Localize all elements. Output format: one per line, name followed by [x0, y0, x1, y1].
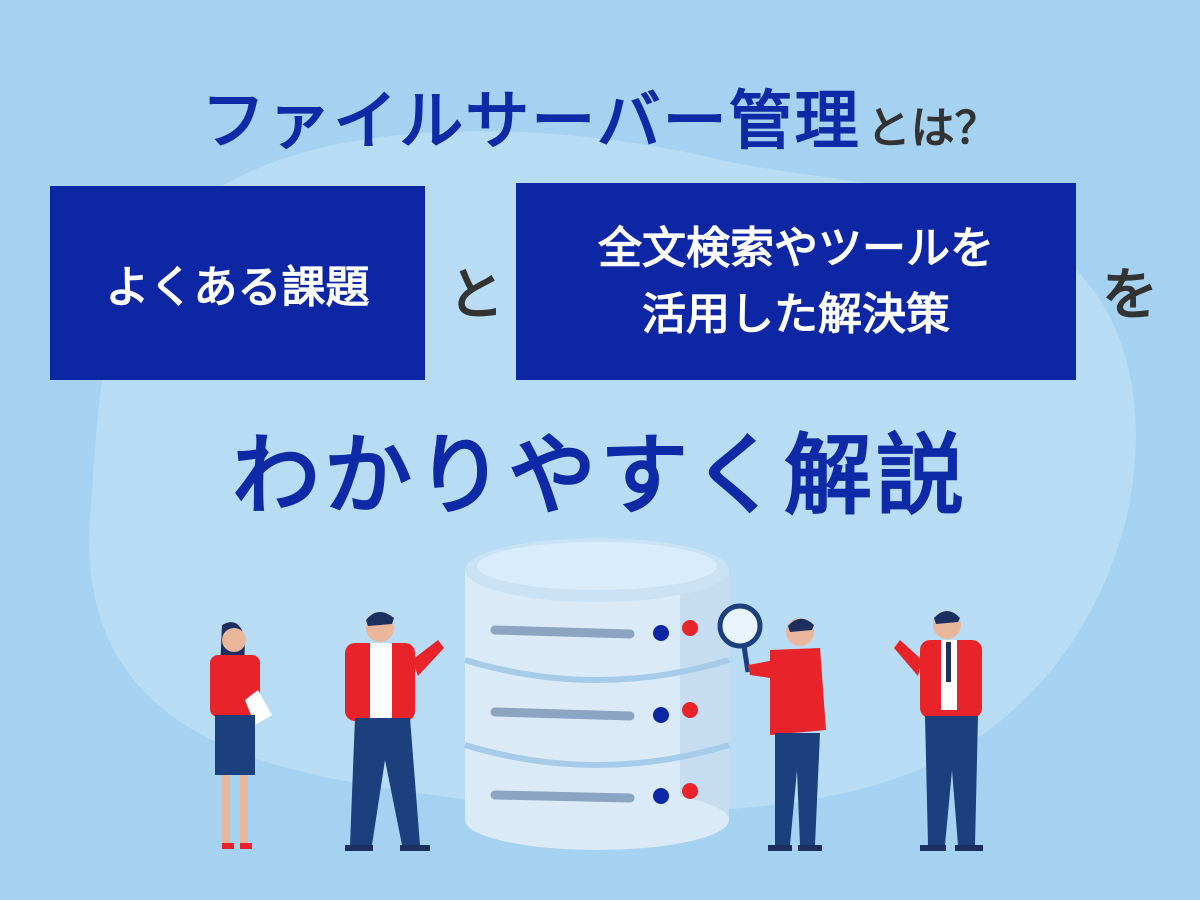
page-title: ファイルサーバー管理とは？	[0, 70, 1200, 162]
person-man-magnifier-icon	[717, 603, 826, 851]
connector-and: と	[448, 263, 504, 328]
solutions-line2: 活用した解決策	[642, 288, 950, 340]
person-man-presenting-icon	[345, 611, 444, 851]
solutions-box: 全文検索やツールを 活用した解決策	[516, 183, 1076, 380]
illustration	[210, 538, 983, 851]
common-issues-box: よくある課題	[50, 186, 425, 380]
connector-object: を	[1102, 263, 1158, 328]
common-issues-label: よくある課題	[105, 262, 370, 313]
headline: わかりやすく解説	[231, 424, 968, 527]
person-woman-icon	[210, 622, 272, 849]
database-icon	[464, 538, 730, 850]
title-sub: とは？	[866, 103, 999, 154]
person-man-standing-icon	[894, 611, 983, 851]
title-main: ファイルサーバー管理	[201, 85, 861, 159]
solutions-line1: 全文検索やツールを	[598, 222, 994, 274]
